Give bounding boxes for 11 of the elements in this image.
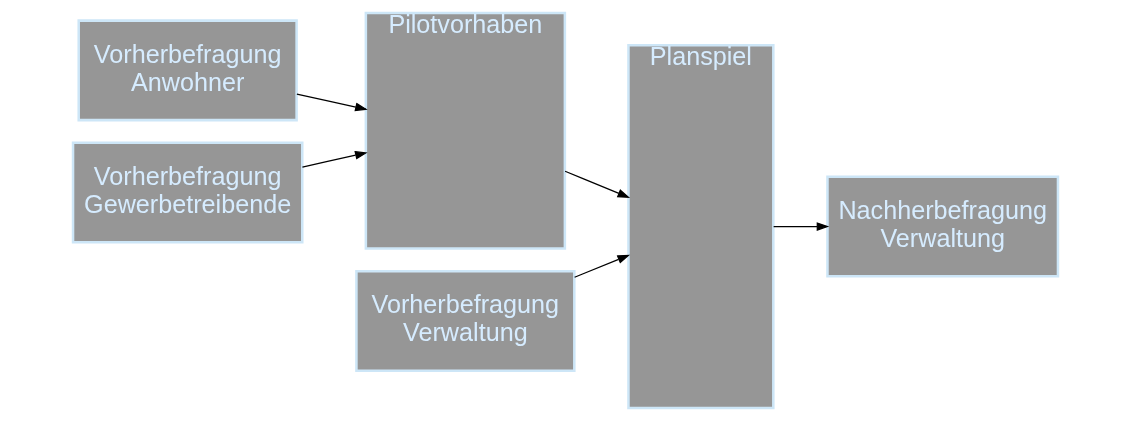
arrow <box>564 170 631 198</box>
node-box: Nachherbefragung Verwaltung <box>826 175 1060 278</box>
node-box: Pilotvorhaben <box>364 11 567 250</box>
arrow <box>773 222 830 231</box>
node-box: Vorherbefragung Anwohner <box>77 19 298 122</box>
arrow <box>574 254 631 278</box>
node-box: Vorherbefragung Verwaltung <box>355 270 576 373</box>
arrow <box>296 93 368 112</box>
node-box: Planspiel <box>627 43 775 410</box>
node-box: Vorherbefragung Gewerbetreibende <box>71 141 304 244</box>
arrow <box>301 150 368 168</box>
